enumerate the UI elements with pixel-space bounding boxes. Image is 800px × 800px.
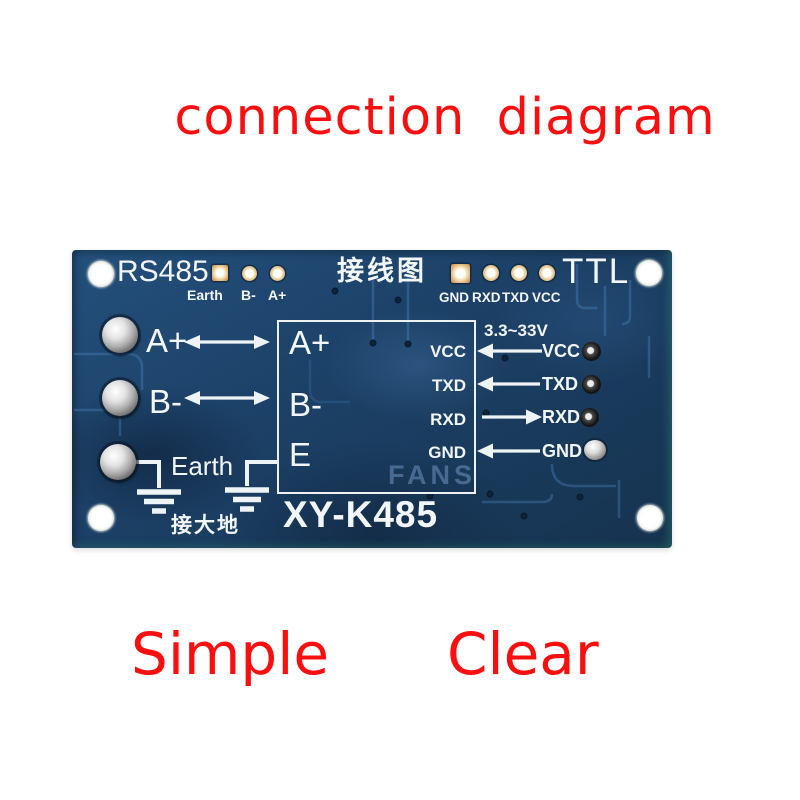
through-hole-txd xyxy=(582,375,601,394)
earth-note-chinese: 接大地 xyxy=(171,514,240,537)
pad-a-plus xyxy=(270,266,285,281)
mounting-hole-bottom-left xyxy=(88,505,114,531)
ttl-pin-rxd: RXD xyxy=(542,407,581,427)
pad-gnd xyxy=(451,264,470,283)
mounting-hole-bottom-right xyxy=(637,505,663,531)
ttl-pin-gnd: GND xyxy=(542,441,582,461)
solder-blob-a-plus xyxy=(102,317,138,353)
label-wiring-diagram: 接线图 xyxy=(337,256,427,286)
ground-symbol-right xyxy=(225,460,277,512)
caption-simple: Simple xyxy=(131,620,330,688)
chip-pin-txd: TXD xyxy=(432,376,466,395)
pad-label-gnd: GND xyxy=(439,290,469,305)
through-hole-rxd xyxy=(580,408,599,427)
via-holes xyxy=(331,287,584,520)
pad-vcc xyxy=(539,265,555,281)
arrow-a-plus-bidirectional xyxy=(184,335,270,349)
solder-blob-b-minus xyxy=(102,380,138,416)
chip-pin-gnd: GND xyxy=(428,443,466,462)
watermark: FANS xyxy=(388,460,477,490)
rs485-pin-a-plus: A+ xyxy=(146,322,188,359)
solder-blob-earth xyxy=(100,444,136,480)
pad-label-rxd: RXD xyxy=(472,290,501,305)
pad-rxd xyxy=(483,265,499,281)
chip-pin-e: E xyxy=(289,436,312,473)
mounting-hole-top-left xyxy=(88,261,114,287)
rs485-pin-b-minus: B- xyxy=(149,383,182,420)
rs485-pin-earth: Earth xyxy=(171,451,234,481)
arrow-gnd-left xyxy=(477,443,540,459)
label-ttl: TTL xyxy=(562,252,631,291)
arrow-b-minus-bidirectional xyxy=(184,391,270,405)
label-rs485: RS485 xyxy=(117,255,209,288)
pcb-board: RS485 接线图 TTL Earth B- A+ GND RXD TXD VC… xyxy=(72,250,672,548)
pad-label-earth: Earth xyxy=(187,287,223,303)
pad-label-a-plus: A+ xyxy=(268,287,287,303)
pad-label-txd: TXD xyxy=(502,290,529,305)
arrow-vcc-left xyxy=(477,343,542,359)
pad-label-b-minus: B- xyxy=(241,287,256,303)
pad-b-minus xyxy=(242,266,257,281)
chip-pin-a-plus: A+ xyxy=(289,324,331,361)
caption-clear: Clear xyxy=(447,620,599,688)
chip-outline: A+ B- E VCC TXD RXD GND xyxy=(277,320,476,494)
ttl-pin-txd: TXD xyxy=(542,374,578,394)
ground-symbol-left xyxy=(130,460,181,514)
chip-pin-vcc: VCC xyxy=(430,342,466,361)
chip-pin-b-minus: B- xyxy=(289,386,322,423)
pad-txd xyxy=(511,265,527,281)
board-artwork xyxy=(74,264,651,520)
pad-earth xyxy=(212,265,228,281)
pad-label-vcc: VCC xyxy=(532,290,561,305)
page-title: connection diagram xyxy=(174,88,716,147)
through-hole-vcc xyxy=(582,342,601,361)
voltage-range: 3.3~33V xyxy=(484,321,548,340)
solder-blob-gnd xyxy=(584,440,606,460)
mounting-hole-top-right xyxy=(636,260,662,286)
arrow-txd-left xyxy=(477,376,540,392)
arrow-rxd-right xyxy=(482,409,542,425)
trace-lines xyxy=(74,264,651,518)
model-name: XY-K485 xyxy=(283,494,439,535)
ttl-pin-vcc: VCC xyxy=(542,341,581,361)
chip-pin-rxd: RXD xyxy=(430,410,466,429)
